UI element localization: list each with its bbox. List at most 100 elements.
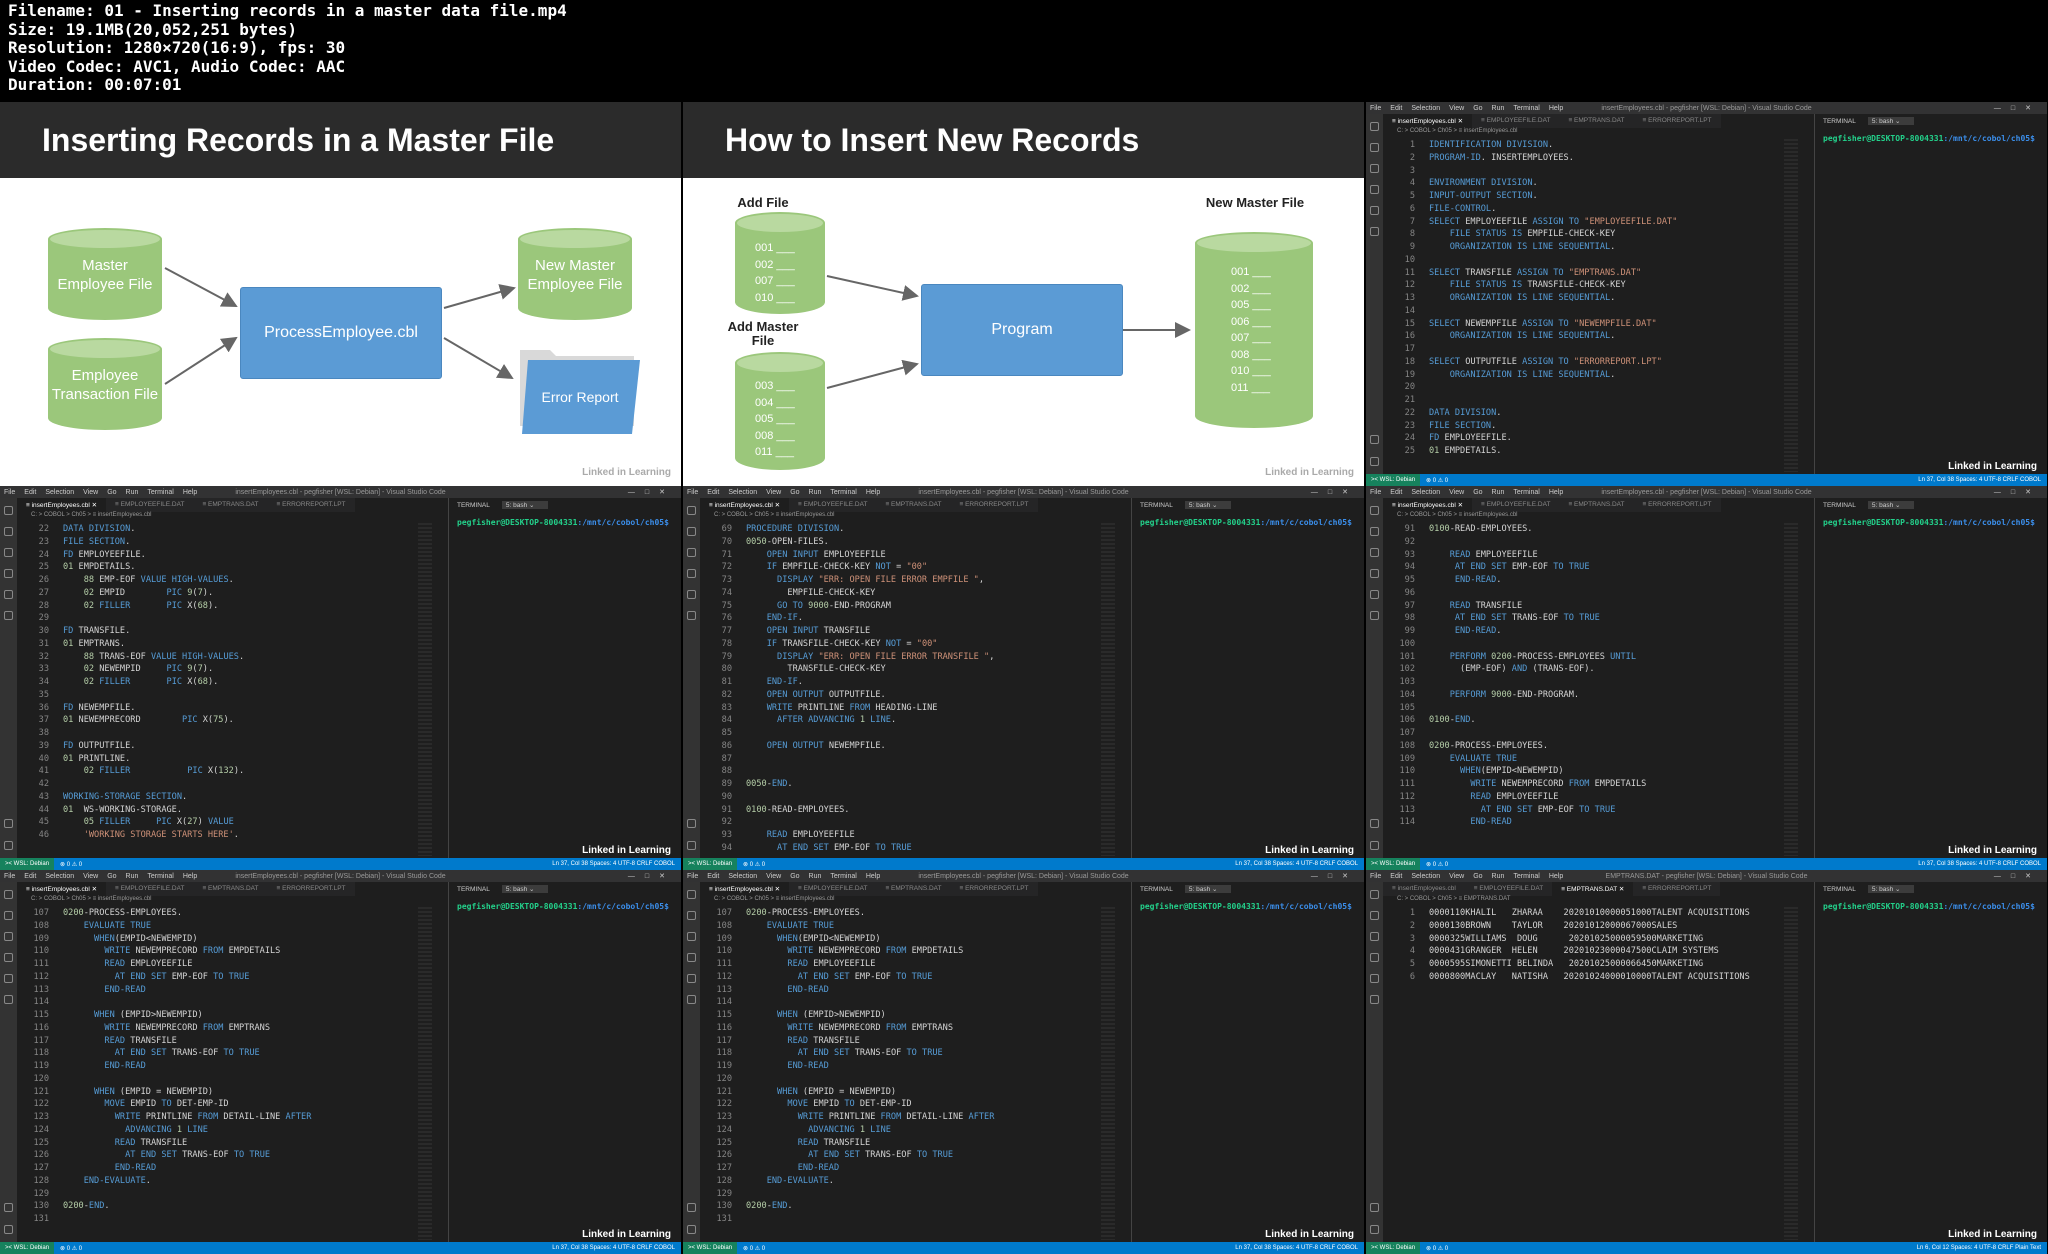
menu-item-edit[interactable]: Edit xyxy=(24,489,37,496)
extensions-icon[interactable] xyxy=(687,611,696,620)
tab-errorreport-lpt[interactable]: ≡ ERRORREPORT.LPT xyxy=(276,501,346,508)
menu-item-go[interactable]: Go xyxy=(1473,873,1483,880)
remote-status[interactable]: >< WSL: Debian xyxy=(683,858,738,870)
terminal-select[interactable]: 5: bash ⌄ xyxy=(501,501,549,509)
extensions-icon[interactable] xyxy=(1370,995,1379,1004)
tab-insertemployees-cbl[interactable]: ≡ insertEmployees.cbl ✕ xyxy=(17,882,107,896)
tab-emptrans-dat[interactable]: ≡ EMPTRANS.DAT xyxy=(885,501,942,508)
terminal-select[interactable]: 5: bash ⌄ xyxy=(1867,885,1915,893)
account-icon[interactable] xyxy=(4,1203,13,1212)
extensions-icon[interactable] xyxy=(1370,227,1379,236)
tab-emptrans-dat[interactable]: ≡ EMPTRANS.DAT xyxy=(885,885,942,892)
menu-item-file[interactable]: File xyxy=(687,873,699,880)
remote-icon[interactable] xyxy=(687,590,696,599)
search-icon[interactable] xyxy=(4,527,13,536)
manage-gear-icon[interactable] xyxy=(4,841,13,850)
tab-insertemployees-cbl[interactable]: ≡ insertEmployees.cbl xyxy=(1392,885,1456,892)
terminal-tab-label[interactable]: TERMINAL xyxy=(1823,886,1856,893)
cursor-position-status[interactable]: Ln 37, Col 38 Spaces: 4 UTF-8 CRLF COBOL xyxy=(1235,1245,1358,1251)
tab-emptrans-dat[interactable]: ≡ EMPTRANS.DAT xyxy=(1568,117,1625,124)
problems-status[interactable]: ⊗ 0 ⚠ 0 xyxy=(60,861,83,868)
menu-item-selection[interactable]: Selection xyxy=(1411,105,1441,112)
problems-status[interactable]: ⊗ 0 ⚠ 0 xyxy=(1426,1245,1449,1252)
explorer-icon[interactable] xyxy=(687,890,696,899)
tab-errorreport-lpt[interactable]: ≡ ERRORREPORT.LPT xyxy=(1642,885,1712,892)
breadcrumb[interactable]: C: > COBOL > Ch05 > ≡ insertEmployees.cb… xyxy=(1397,128,1518,134)
minimap[interactable] xyxy=(418,907,432,1240)
breadcrumb[interactable]: C: > COBOL > Ch05 > ≡ insertEmployees.cb… xyxy=(1397,512,1518,518)
menu-item-terminal[interactable]: Terminal xyxy=(147,489,174,496)
remote-icon[interactable] xyxy=(4,974,13,983)
problems-status[interactable]: ⊗ 0 ⚠ 0 xyxy=(1426,861,1449,868)
manage-gear-icon[interactable] xyxy=(687,841,696,850)
tab-employeefile-dat[interactable]: ≡ EMPLOYEEFILE.DAT xyxy=(798,885,868,892)
menu-item-file[interactable]: File xyxy=(1370,489,1382,496)
terminal-select[interactable]: 5: bash ⌄ xyxy=(1867,501,1915,509)
remote-status[interactable]: >< WSL: Debian xyxy=(683,1242,738,1254)
menu-item-go[interactable]: Go xyxy=(790,489,800,496)
menu-item-terminal[interactable]: Terminal xyxy=(1513,105,1540,112)
run-icon[interactable] xyxy=(1370,953,1379,962)
account-icon[interactable] xyxy=(687,1203,696,1212)
menu-item-run[interactable]: Run xyxy=(1491,873,1505,880)
run-icon[interactable] xyxy=(687,569,696,578)
search-icon[interactable] xyxy=(1370,143,1379,152)
menu-item-selection[interactable]: Selection xyxy=(728,489,758,496)
menu-item-go[interactable]: Go xyxy=(790,873,800,880)
remote-status[interactable]: >< WSL: Debian xyxy=(1366,474,1421,486)
cursor-position-status[interactable]: Ln 37, Col 38 Spaces: 4 UTF-8 CRLF COBOL xyxy=(552,1245,675,1251)
menu-item-edit[interactable]: Edit xyxy=(24,873,37,880)
problems-status[interactable]: ⊗ 0 ⚠ 0 xyxy=(1426,477,1449,484)
menu-item-run[interactable]: Run xyxy=(808,489,822,496)
tab-employeefile-dat[interactable]: ≡ EMPLOYEEFILE.DAT xyxy=(1473,885,1544,892)
explorer-icon[interactable] xyxy=(4,506,13,515)
source-control-icon[interactable] xyxy=(1370,164,1379,173)
problems-status[interactable]: ⊗ 0 ⚠ 0 xyxy=(60,1245,83,1252)
problems-status[interactable]: ⊗ 0 ⚠ 0 xyxy=(743,1245,766,1252)
menu-item-view[interactable]: View xyxy=(83,489,99,496)
terminal-tab-label[interactable]: TERMINAL xyxy=(1140,502,1173,509)
remote-status[interactable]: >< WSL: Debian xyxy=(1366,858,1421,870)
menu-item-run[interactable]: Run xyxy=(808,873,822,880)
terminal-tab-label[interactable]: TERMINAL xyxy=(457,502,490,509)
tab-emptrans-dat[interactable]: ≡ EMPTRANS.DAT xyxy=(202,885,259,892)
tab-employeefile-dat[interactable]: ≡ EMPLOYEEFILE.DAT xyxy=(115,885,185,892)
run-icon[interactable] xyxy=(1370,569,1379,578)
minimap[interactable] xyxy=(418,523,432,856)
cursor-position-status[interactable]: Ln 6, Col 12 Spaces: 4 UTF-8 CRLF Plain … xyxy=(1916,1245,2041,1251)
account-icon[interactable] xyxy=(1370,435,1379,444)
manage-gear-icon[interactable] xyxy=(1370,1225,1379,1234)
tab-errorreport-lpt[interactable]: ≡ ERRORREPORT.LPT xyxy=(959,501,1029,508)
explorer-icon[interactable] xyxy=(1370,890,1379,899)
tab-emptrans-dat[interactable]: ≡ EMPTRANS.DAT ✕ xyxy=(1552,882,1634,896)
minimap[interactable] xyxy=(1101,523,1115,856)
breadcrumb[interactable]: C: > COBOL > Ch05 > ≡ insertEmployees.cb… xyxy=(714,896,835,902)
menu-item-file[interactable]: File xyxy=(4,873,16,880)
manage-gear-icon[interactable] xyxy=(1370,841,1379,850)
tab-emptrans-dat[interactable]: ≡ EMPTRANS.DAT xyxy=(202,501,259,508)
cursor-position-status[interactable]: Ln 37, Col 38 Spaces: 4 UTF-8 CRLF COBOL xyxy=(1235,861,1358,867)
menu-item-go[interactable]: Go xyxy=(107,873,117,880)
remote-status[interactable]: >< WSL: Debian xyxy=(0,1242,55,1254)
search-icon[interactable] xyxy=(1370,911,1379,920)
cursor-position-status[interactable]: Ln 37, Col 38 Spaces: 4 UTF-8 CRLF COBOL xyxy=(1918,861,2041,867)
account-icon[interactable] xyxy=(1370,1203,1379,1212)
menu-item-help[interactable]: Help xyxy=(182,489,198,496)
tab-employeefile-dat[interactable]: ≡ EMPLOYEEFILE.DAT xyxy=(798,501,868,508)
window-controls[interactable]: —□✕ xyxy=(1310,873,1358,880)
extensions-icon[interactable] xyxy=(1370,611,1379,620)
explorer-icon[interactable] xyxy=(1370,506,1379,515)
menu-item-view[interactable]: View xyxy=(766,873,782,880)
minimap[interactable] xyxy=(1784,523,1798,856)
menu-item-terminal[interactable]: Terminal xyxy=(1513,489,1540,496)
tab-emptrans-dat[interactable]: ≡ EMPTRANS.DAT xyxy=(1568,501,1625,508)
breadcrumb[interactable]: C: > COBOL > Ch05 > ≡ insertEmployees.cb… xyxy=(714,512,835,518)
